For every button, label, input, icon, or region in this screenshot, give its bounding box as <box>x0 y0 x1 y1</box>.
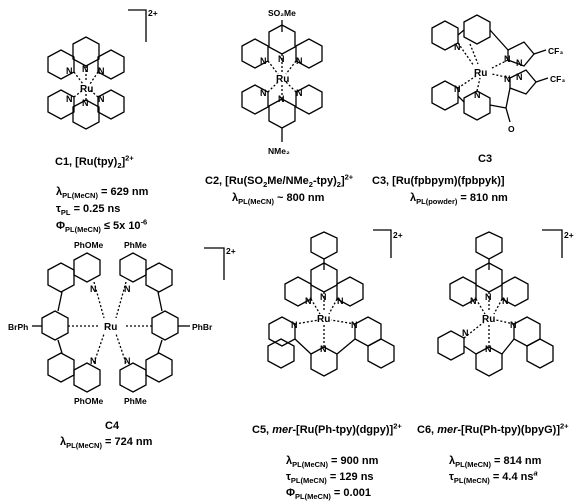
c5-ru-atom: Ru <box>317 314 330 325</box>
c1-n-atom: N <box>66 66 73 76</box>
c1-prop-lambda: λPL(MeCN) = 629 nm <box>56 186 149 201</box>
c4-n-atom: N <box>124 284 131 294</box>
c2-ru-atom: Ru <box>276 74 289 85</box>
c5-n-atom: N <box>320 344 327 354</box>
c1-n-atom: N <box>98 94 105 104</box>
c3-code: C3 <box>478 153 493 165</box>
c6-n-atom: N <box>485 344 492 354</box>
c1-prop-phi: ΦPL(MeCN) ≤ 5x 10-6 <box>56 217 148 235</box>
c5-prop-lambda: λPL(MeCN) = 900 nm <box>286 455 379 470</box>
c2-n-atom: N <box>278 94 285 104</box>
c3-n-atom: N <box>454 42 461 52</box>
c3-prop-lambda: λPL(powder) = 810 nm <box>410 192 508 207</box>
c4-phome-top: PhOMe <box>74 240 104 250</box>
c3-title: C3, [Ru(fpbpym)(fpbpyk)] <box>372 175 505 187</box>
c1-charge: 2+ <box>148 8 158 18</box>
c6-prop-lambda: λPL(MeCN) = 814 nm <box>449 455 542 470</box>
c3-n-atom: N <box>516 72 523 82</box>
c5-structure: Ru N N N N N N 2+ <box>267 229 403 377</box>
c2-n-atom: N <box>296 88 303 98</box>
c6-n-atom: N <box>502 296 509 306</box>
c2-n-atom: N <box>260 88 267 98</box>
c3-n-atom: N <box>474 90 481 100</box>
c4-phme-top: PhMe <box>124 240 147 250</box>
c1-n-atom: N <box>82 98 89 108</box>
c1-n-atom: N <box>66 94 73 104</box>
c5-title: C5, mer-[Ru(Ph-tpy)(dgpy)]2+ <box>252 421 402 436</box>
c4-ru-atom: Ru <box>104 322 117 333</box>
c1-structure: Ru N N N N N N 2+ <box>47 8 158 130</box>
c6-n-atom: N <box>485 292 492 302</box>
c4-charge: 2+ <box>226 246 236 256</box>
c2-prop-lambda: λPL(MeCN) ~ 800 nm <box>232 192 325 207</box>
c6-prop-tau: τPL(MeCN) = 4.4 nsa <box>449 468 538 486</box>
c1-prop-tau: τPL = 0.25 ns <box>56 203 121 218</box>
c2-n-atom: N <box>296 56 303 66</box>
c5-prop-tau: τPL(MeCN) = 129 ns <box>286 471 374 486</box>
c2-n-atom: N <box>278 54 285 64</box>
c3-n-atom: N <box>454 84 461 94</box>
c6-n-atom: N <box>462 328 469 338</box>
c5-n-atom: N <box>305 296 312 306</box>
c3-carbonyl-o: O <box>508 124 515 134</box>
c6-structure: Ru N N N N N N 2+ <box>437 229 574 377</box>
c1-n-atom: N <box>82 64 89 74</box>
c2-n-atom: N <box>260 56 267 66</box>
c5-prop-phi: ΦPL(MeCN) = 0.001 <box>286 487 371 502</box>
c3-structure: Ru N N N N N N N CF₃ CF₃ O <box>431 14 565 134</box>
c3-n-atom: N <box>504 54 511 64</box>
c5-n-atom: N <box>337 296 344 306</box>
c4-brph-left: BrPh <box>8 322 28 332</box>
c6-n-atom: N <box>470 296 477 306</box>
c4-phome-bottom: PhOMe <box>74 396 104 406</box>
c4-n-atom: N <box>90 356 97 366</box>
c6-title: C6, mer-[Ru(Ph-tpy)(bpyG)]2+ <box>417 421 569 436</box>
c5-n-atom: N <box>291 320 298 330</box>
c4-code: C4 <box>105 420 120 432</box>
c1-title: C1, [Ru(tpy)2]2+ <box>55 153 134 171</box>
c3-cf3-lower: CF₃ <box>550 74 565 84</box>
c6-n-atom: N <box>510 320 517 330</box>
c4-phme-bottom: PhMe <box>124 396 147 406</box>
c5-n-atom: N <box>351 320 358 330</box>
c2-title: C2, [Ru(SO2Me/NMe2-tpy)2]2+ <box>205 172 354 190</box>
c5-charge: 2+ <box>393 230 403 240</box>
c4-n-atom: N <box>90 284 97 294</box>
c3-n-atom: N <box>504 74 511 84</box>
c4-structure: PhOMe PhMe BrPh PhBr Ru N N N N PhOMe Ph… <box>8 240 236 406</box>
c3-n-atom: N <box>516 58 523 68</box>
c4-n-atom: N <box>124 356 131 366</box>
c2-structure: SO₂Me Ru N N N N N N NMe₂ <box>241 8 323 156</box>
c4-prop-lambda: λPL(MeCN) = 724 nm <box>60 436 153 451</box>
c6-charge: 2+ <box>564 230 574 240</box>
c1-ru-atom: Ru <box>80 84 93 95</box>
c1-n-atom: N <box>98 66 105 76</box>
c2-so2me-group: SO₂Me <box>268 8 296 18</box>
c2-nme2-group: NMe₂ <box>268 146 290 156</box>
c3-cf3-upper: CF₃ <box>548 46 563 56</box>
c3-ru-atom: Ru <box>474 68 487 79</box>
c5-n-atom: N <box>320 292 327 302</box>
c6-ru-atom: Ru <box>482 314 495 325</box>
c4-phbr-right: PhBr <box>192 322 213 332</box>
